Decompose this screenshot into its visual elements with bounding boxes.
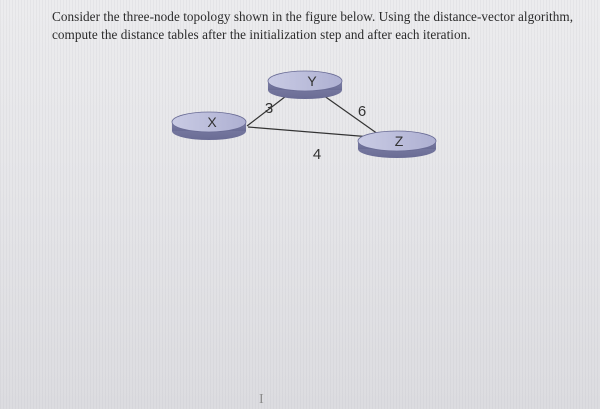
link-cost-y-z: 6 bbox=[358, 103, 366, 120]
text-cursor-icon: I bbox=[259, 392, 264, 407]
link-x-y bbox=[246, 92, 291, 127]
question-text: Consider the three-node topology shown i… bbox=[52, 9, 574, 42]
node-y-label: Y bbox=[307, 73, 317, 89]
link-cost-x-y: 3 bbox=[265, 100, 273, 117]
node-x-label: X bbox=[207, 114, 217, 130]
link-y-z bbox=[319, 92, 386, 140]
router-node-y: Y bbox=[267, 70, 343, 99]
link-cost-x-z: 4 bbox=[313, 146, 321, 163]
node-z-label: Z bbox=[395, 133, 404, 149]
router-node-x: X bbox=[171, 111, 247, 140]
router-node-z: Z bbox=[357, 130, 437, 158]
